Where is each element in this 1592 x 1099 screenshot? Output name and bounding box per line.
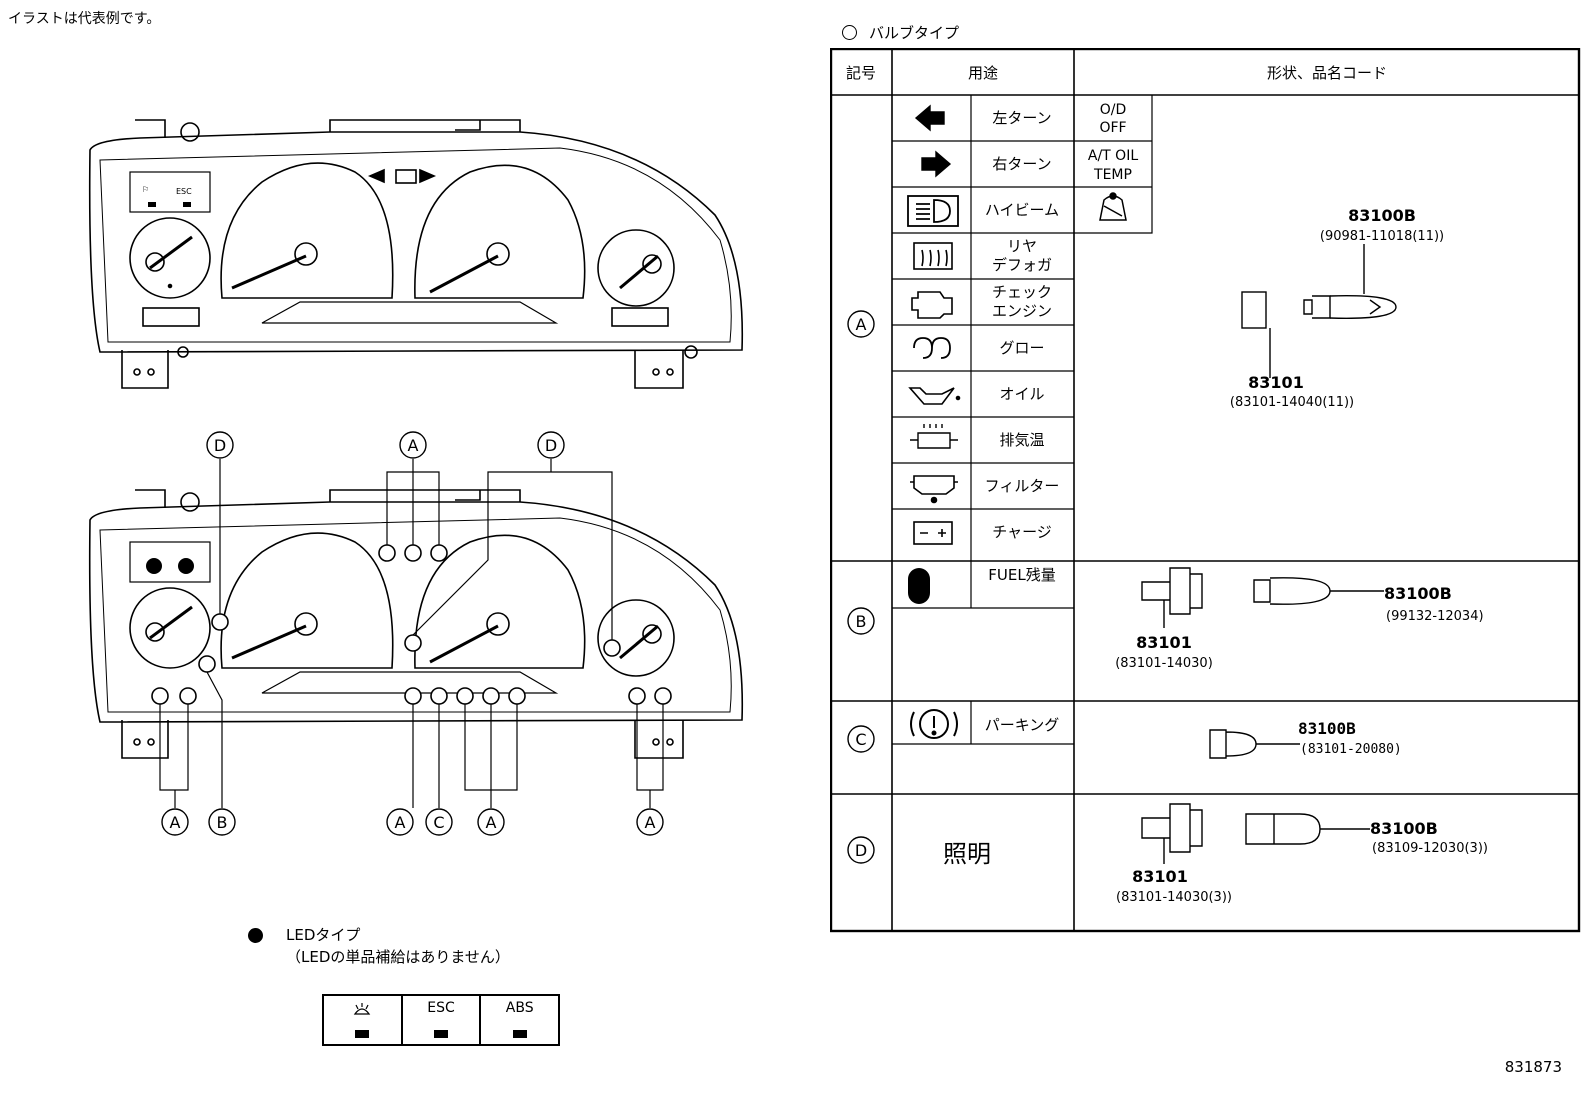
header-symbol: 記号: [846, 64, 876, 82]
row-a-socket-code: (83101-14040(11)): [1230, 395, 1354, 410]
label-high-beam: ハイビーム: [985, 201, 1059, 219]
row-d-bulb-drawing: [1141, 803, 1370, 864]
header-shape: 形状、品名コード: [1267, 64, 1387, 82]
exhaust-temp-icon: [910, 424, 958, 449]
row-b-bulb-code: (99132-12034): [1386, 609, 1484, 624]
led-cell-abs: ABS: [481, 996, 558, 1044]
label-left-turn: 左ターン: [992, 109, 1051, 127]
led-type-title: LEDタイプ: [286, 926, 361, 944]
bulb-type-legend: バルブタイプ: [842, 22, 959, 43]
rear-defogger-icon: [913, 242, 953, 270]
label-charge: チャージ: [992, 523, 1052, 541]
row-d-socket-part: 83101: [1132, 867, 1188, 886]
row-b-bulb-drawing: [1141, 567, 1384, 628]
led-label-esc: ESC: [427, 1000, 455, 1016]
high-beam-icon: [907, 195, 959, 227]
row-d-socket-code: (83101-14030(3)): [1116, 890, 1232, 905]
label-right-turn: 右ターン: [992, 155, 1051, 173]
row-c-bulb-drawing: [1209, 729, 1300, 759]
bulb-type-label: バルブタイプ: [869, 24, 960, 42]
led-cell-esc: ESC: [403, 996, 482, 1044]
glow-plug-icon: [913, 337, 951, 359]
label-fuel: FUEL残量: [988, 566, 1055, 584]
led-label-abs: ABS: [505, 1000, 534, 1016]
label-exhaust-temp: 排気温: [999, 431, 1044, 449]
battery-charge-icon: [913, 521, 953, 545]
label-filter: フィルター: [985, 477, 1060, 495]
page-code: 831873: [1504, 1058, 1562, 1076]
seatbelt-icon: [1099, 192, 1127, 221]
callout-top-d-right: D: [545, 436, 557, 455]
led-dot-right: [178, 558, 194, 574]
callout-bottom-b: B: [217, 813, 228, 832]
row-b-socket-part: 83101: [1136, 633, 1192, 652]
callout-bottom-c: C: [433, 813, 444, 832]
od-off-line1: O/D: [1100, 102, 1127, 118]
label-rear-defogger-1: リヤ: [1007, 237, 1037, 255]
row-b-socket-code: (83101-14030): [1115, 656, 1213, 671]
check-engine-icon: [911, 291, 953, 319]
row-a-socket-part: 83101: [1248, 373, 1304, 392]
bulb-parts-table: 記号 用途 形状、品名コード A B C D 左ターン 右ターン ハイビーム リ…: [830, 48, 1581, 933]
parking-brake-icon: [910, 709, 958, 739]
od-off-line2: OFF: [1099, 120, 1126, 136]
label-rear-defogger-2: デフォガ: [992, 256, 1052, 274]
row-c-symbol: C: [855, 730, 866, 749]
illustration-note: イラストは代表例です。: [8, 11, 161, 27]
label-lighting: 照明: [943, 840, 991, 868]
row-c-bulb-code: (83101-20080): [1300, 742, 1402, 757]
oil-can-icon: [908, 387, 961, 405]
callout-bubbles: D A D A B A C A A: [161, 431, 664, 836]
row-a-bulb-part: 83100B: [1348, 206, 1416, 225]
fuel-filter-icon: [910, 475, 958, 504]
callout-bottom-a-3: A: [486, 813, 497, 832]
left-turn-arrow-icon: [914, 104, 945, 132]
row-b-bulb-part: 83100B: [1384, 584, 1452, 603]
label-oil: オイル: [999, 385, 1044, 403]
led-cell-washer: [324, 996, 403, 1044]
led-indicator-washer: [355, 1030, 370, 1038]
cluster-top-esc-label: ESC: [176, 187, 192, 196]
label-check-engine-2: エンジン: [992, 302, 1052, 320]
led-type-subtitle: （LEDの単品補給はありません）: [286, 948, 510, 966]
row-b-symbol: B: [856, 612, 867, 631]
row-d-bulb-code: (83109-12030(3)): [1372, 841, 1488, 856]
label-parking: パーキング: [985, 716, 1060, 734]
callout-bottom-a-2: A: [395, 813, 406, 832]
cluster-top-washer-icon: ⚐: [142, 185, 149, 194]
row-a-bulb-code: (90981-11018(11)): [1320, 229, 1444, 244]
row-d-bulb-part: 83100B: [1370, 819, 1438, 838]
filled-circle-icon: [248, 928, 263, 943]
callout-bottom-a-4: A: [645, 813, 656, 832]
bulb-socket-markers: [151, 544, 672, 705]
led-indicator-esc: [434, 1030, 448, 1038]
callout-bottom-a-1: A: [170, 813, 181, 832]
at-oil-temp-line2: TEMP: [1093, 167, 1132, 183]
led-type-note: LEDタイプ （LEDの単品補給はありません）: [248, 924, 510, 968]
cluster-bottom: [88, 489, 744, 759]
label-glow: グロー: [999, 339, 1044, 357]
row-a-symbol: A: [856, 315, 867, 334]
row-d-symbol: D: [855, 841, 867, 860]
right-turn-arrow-icon: [921, 150, 952, 178]
callout-leaders: [159, 459, 664, 808]
callout-top-a: A: [408, 436, 419, 455]
header-usage: 用途: [968, 64, 998, 82]
cluster-illustrations: ⚐ ESC: [88, 119, 744, 836]
open-circle-icon: [842, 25, 857, 40]
row-a-bulb-drawing: [1241, 244, 1397, 378]
at-oil-temp-line1: A/T OIL: [1088, 148, 1138, 164]
washer-icon: [354, 1003, 371, 1015]
callout-top-d-left: D: [214, 436, 226, 455]
led-indicator-table: ESC ABS: [322, 994, 560, 1046]
led-dot-left: [146, 558, 162, 574]
fuel-level-icon: [908, 568, 930, 604]
row-c-bulb-part: 83100B: [1298, 719, 1356, 738]
cluster-top: [88, 119, 744, 389]
label-check-engine-1: チェック: [992, 283, 1052, 301]
led-indicator-abs: [512, 1030, 527, 1038]
